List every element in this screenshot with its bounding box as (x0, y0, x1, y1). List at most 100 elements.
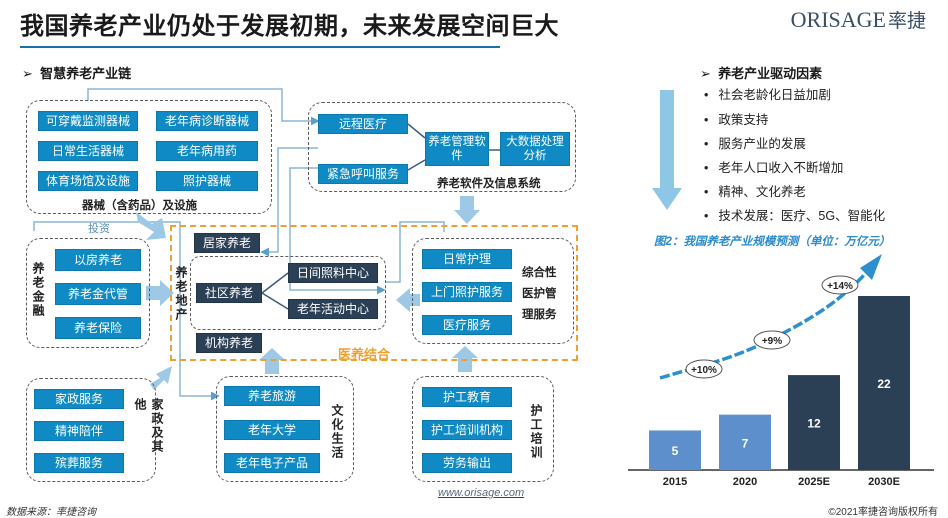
box-day-care-center: 日间照料中心 (288, 263, 378, 283)
box-wearable-monitor: 可穿戴监测器械 (38, 111, 138, 131)
box-remote-medical: 远程医疗 (318, 114, 408, 134)
logo-text: ORISAGE (790, 7, 886, 32)
data-label: 22 (877, 377, 891, 391)
label-household: 家政及其他 (133, 398, 164, 454)
box-funeral: 殡葬服务 (34, 453, 124, 473)
group-equipment (26, 100, 272, 214)
box-community-care: 社区养老 (196, 283, 262, 303)
block-arrow-equipment (136, 212, 166, 240)
title-underline (20, 46, 500, 48)
section-title-drivers: ➢ 养老产业驱动因素 (700, 63, 822, 82)
x-tick-label: 2025E (798, 476, 830, 488)
box-senior-electronics: 老年电子产品 (224, 453, 320, 473)
box-house-pension: 以房养老 (55, 249, 141, 271)
box-housekeeping: 家政服务 (34, 389, 124, 409)
box-senior-university: 老年大学 (224, 420, 320, 440)
connector-software-community (289, 167, 386, 295)
driver-item: 社会老龄化日益加剧 (704, 84, 831, 103)
block-arrow-finance (146, 280, 174, 306)
label-medical-line2: 医护管 (522, 288, 557, 300)
group-community (190, 256, 386, 330)
box-nurse-training: 护工培训机构 (422, 420, 512, 440)
chart-bar (649, 430, 701, 470)
box-companionship: 精神陪伴 (34, 421, 124, 441)
x-tick-label: 2030E (868, 476, 900, 488)
box-care-software: 养老管理软件 (425, 132, 489, 166)
section-arrow-icon: ➢ (22, 66, 33, 81)
section-title-chain-text: 智慧养老产业链 (40, 66, 132, 81)
group-household (26, 378, 156, 482)
growth-label: +9% (762, 336, 782, 347)
group-culture (216, 376, 354, 482)
section-title-chain: ➢ 智慧养老产业链 (22, 63, 131, 82)
logo-cn: 率捷 (887, 11, 926, 32)
box-labor-export: 劳务输出 (422, 453, 512, 473)
x-tick-label: 2015 (663, 476, 687, 488)
block-arrow-culture (259, 348, 285, 374)
group-nursing (412, 376, 554, 482)
driver-item: 技术发展：医疗、5G、智能化 (704, 205, 885, 224)
chart-bar (858, 296, 910, 470)
label-software: 养老软件及信息系统 (437, 178, 541, 190)
box-geriatric-diagnosis: 老年病诊断器械 (156, 111, 258, 131)
x-tick-label: 2020 (733, 476, 757, 488)
box-daily-living: 日常生活器械 (38, 141, 138, 161)
website-link[interactable]: www.orisage.com (438, 487, 525, 499)
footer-copyright: ©2021率捷咨询版权所有 (828, 507, 938, 518)
group-medical-care-combo (170, 225, 578, 361)
block-arrow-software (454, 196, 480, 224)
link-remote-software (407, 123, 426, 139)
link-community-activity (261, 292, 289, 310)
box-big-data: 大数据处理分析 (500, 132, 570, 166)
box-home-visit-care: 上门照护服务 (422, 282, 512, 302)
chart-bar (788, 375, 840, 470)
link-community-daycare (261, 272, 289, 294)
page-title: 我国养老产业仍处于发展初期，未来发展空间巨大 (20, 13, 559, 40)
label-equipment: 器械（含药品）及设施 (82, 200, 197, 212)
data-label: 5 (672, 444, 679, 458)
group-software (308, 102, 576, 192)
label-combo: 医养结合 (338, 347, 391, 362)
driver-item: 老年人口收入不断增加 (704, 157, 843, 176)
box-sports-facilities: 体育场馆及设施 (38, 171, 138, 191)
data-label: 12 (807, 417, 821, 431)
chart-bar (719, 414, 771, 470)
link-emergency-software (407, 159, 426, 171)
box-emergency-call: 紧急呼叫服务 (318, 164, 408, 184)
box-pension-insurance: 养老保险 (55, 317, 141, 339)
box-care-devices: 照护器械 (156, 171, 258, 191)
label-invest: 投资 (88, 223, 110, 235)
box-senior-travel: 养老旅游 (224, 386, 320, 406)
box-geriatric-medicine: 老年病用药 (156, 141, 258, 161)
label-realestate: 养老地产 (174, 266, 188, 322)
box-nurse-education: 护工教育 (422, 387, 512, 407)
connector-finance-culture (33, 221, 220, 401)
group-medical (412, 238, 574, 344)
box-activity-center: 老年活动中心 (288, 299, 378, 319)
driver-arrow (652, 90, 682, 210)
label-medical-line3: 理服务 (522, 309, 557, 321)
data-label: 7 (742, 436, 749, 450)
box-home-care: 居家养老 (194, 233, 260, 253)
box-medical-service: 医疗服务 (422, 315, 512, 335)
driver-item: 精神、文化养老 (704, 181, 806, 200)
label-finance: 养老金融 (31, 262, 45, 318)
block-arrow-medical (396, 288, 420, 312)
label-nursing: 护工培训 (529, 404, 543, 460)
footer-source: 数据来源：率捷咨询 (6, 507, 96, 518)
box-institution-care: 机构养老 (196, 333, 262, 353)
trend-arrow-head (860, 254, 882, 280)
connector-equipment-software (87, 88, 320, 126)
group-finance (26, 238, 150, 348)
growth-label: +14% (827, 281, 853, 292)
connector-software-home (260, 147, 318, 257)
block-arrow-household (150, 366, 172, 390)
label-culture: 文化生活 (330, 404, 344, 460)
label-medical-line1: 综合性 (522, 267, 557, 279)
section-arrow-icon: ➢ (700, 66, 711, 81)
figure-title: 图2：我国养老产业规模预测（单位：万亿元） (654, 236, 891, 248)
box-daily-nursing: 日常护理 (422, 249, 512, 269)
